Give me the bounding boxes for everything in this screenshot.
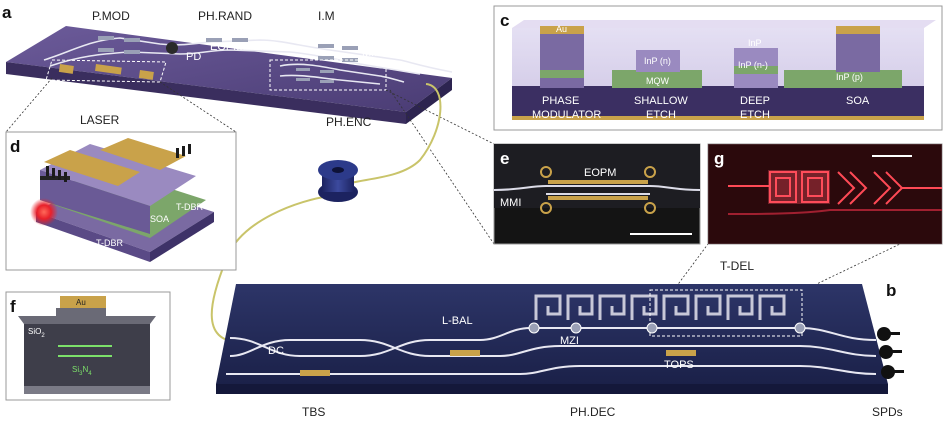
panel-b-letter: b — [886, 281, 896, 300]
label-laser: LASER — [80, 113, 120, 127]
panel-g-bg — [708, 144, 942, 244]
label-tbs: TBS — [302, 405, 325, 419]
label-eopm-e: EOPM — [584, 167, 616, 179]
label-mqw: MQW — [646, 76, 669, 86]
label-phrand: PH.RAND — [198, 9, 252, 23]
panel-e-letter: e — [500, 149, 509, 168]
eopm-waveguide — [493, 185, 701, 191]
tdel-dashed-box — [649, 289, 803, 337]
panel-f: f Au SiO2 Si3N4 — [5, 291, 171, 401]
label-deep-2: ETCH — [740, 109, 770, 121]
label-pd: PD — [186, 51, 201, 63]
panel-g-letter: g — [714, 149, 724, 168]
panel-b: b — [216, 259, 904, 419]
label-inp-n-minus: InP (n-) — [738, 60, 768, 70]
laser-emission-glow — [30, 198, 58, 226]
soa-layer — [784, 70, 902, 88]
delay-spirals — [534, 294, 786, 320]
panel-g-delay-spirals — [727, 171, 942, 215]
label-deep-1: DEEP — [740, 95, 770, 107]
transmitter-chip-edge — [406, 78, 452, 124]
label-dc: DC — [268, 345, 284, 357]
panel-c-letter: c — [500, 11, 509, 30]
panel-d: d T-DBR SOA T-DBR — [5, 131, 237, 271]
substrate — [512, 86, 924, 120]
laser-ridge-front — [40, 170, 150, 234]
transmitter-pads — [98, 36, 358, 83]
label-lbal: L-BAL — [442, 315, 473, 327]
laser-base-front — [36, 212, 150, 262]
panel-f-letter: f — [10, 297, 16, 316]
label-au-c: Au — [556, 24, 567, 34]
phase-modulator-au — [540, 26, 584, 34]
receiver-chip-side — [216, 384, 888, 394]
fiber-spool-icon — [318, 160, 358, 202]
label-im: I.M — [318, 9, 335, 23]
laser-gold-top-left — [44, 150, 140, 186]
transmitter-electrodes — [58, 63, 154, 80]
transmitter-chip-side — [6, 62, 406, 124]
panel-f-top — [18, 308, 156, 324]
label-spds: SPDs — [872, 405, 903, 419]
panel-f-substrate — [24, 386, 150, 394]
laser-dashed-box — [45, 59, 167, 83]
laser-base-right — [150, 212, 214, 262]
panel-a: a — [2, 3, 453, 129]
phase-modulator-mqw — [540, 70, 584, 78]
soa-au — [836, 26, 880, 34]
label-phase-mod-1: PHASE — [542, 95, 579, 107]
mzi-nodes — [528, 322, 806, 334]
eopm-electrode-bottom — [548, 196, 648, 200]
panel-d-letter: d — [10, 137, 20, 156]
label-pmod: P.MOD — [92, 9, 130, 23]
label-shallow-1: SHALLOW — [634, 95, 688, 107]
label-shallow-2: ETCH — [646, 109, 676, 121]
label-inp-p: InP (p) — [836, 72, 863, 82]
label-mzi: MZI — [560, 335, 579, 347]
label-eopm-a: EOPM — [210, 41, 242, 53]
soa-ridge — [836, 30, 880, 72]
phenc-dashed-box — [269, 59, 387, 91]
panel-a-letter: a — [2, 3, 12, 22]
label-tdbr-left: T-DBR — [96, 238, 124, 248]
label-phenc: PH.ENC — [326, 115, 372, 129]
panel-c: c Au InP (n) MQW InP InP (n-) InP (p) PH… — [493, 5, 943, 131]
label-mmi-a: MMI — [362, 47, 383, 59]
eopm-contact-pads — [540, 166, 656, 214]
panel-g-glow — [768, 170, 830, 204]
eopm-electrode-top — [548, 180, 648, 184]
label-mmi-e: MMI — [500, 197, 521, 209]
label-si3n4: Si3N4 — [72, 365, 92, 377]
laser-dbr-grating — [46, 144, 191, 182]
shallow-etch-ridge — [636, 50, 680, 72]
label-inp: InP — [748, 38, 762, 48]
panel-g: g — [707, 143, 943, 245]
label-soa-c: SOA — [846, 95, 870, 107]
photodiode-icon — [166, 42, 178, 54]
label-sio2: SiO2 — [28, 327, 45, 339]
label-phdec: PH.DEC — [570, 405, 616, 419]
label-soa-d: SOA — [150, 214, 169, 224]
thermo-optic-heaters — [300, 350, 696, 376]
label-phase-mod-2: MODULATOR — [532, 109, 601, 121]
panel-f-au — [60, 296, 106, 308]
label-inp-n: InP (n) — [644, 56, 671, 66]
label-tdbr-right: T-DBR — [176, 202, 204, 212]
panel-c-box-top — [512, 20, 936, 28]
label-tops: TOPS — [664, 359, 694, 371]
label-tdel: T-DEL — [720, 259, 754, 273]
deep-etch-mqw — [734, 66, 778, 74]
bottom-contact — [512, 116, 924, 120]
phase-modulator-ridge — [540, 30, 584, 88]
shallow-etch-layer — [612, 70, 702, 88]
label-au-f: Au — [76, 298, 86, 307]
panel-e: e EOPM MMI — [493, 143, 701, 245]
spd-detector-icons — [877, 327, 904, 379]
laser-gold-top-right — [100, 138, 186, 170]
